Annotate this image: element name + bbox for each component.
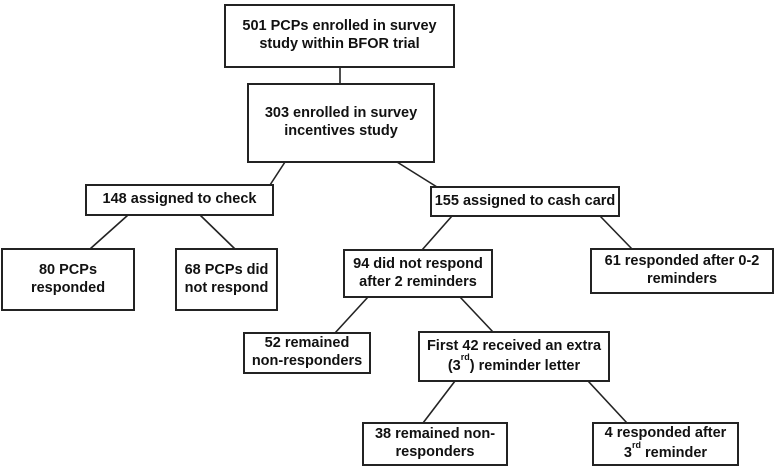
flow-node-68-did-not-respond: 68 PCPs did not respond bbox=[175, 248, 278, 311]
flow-node-148-check: 148 assigned to check bbox=[85, 184, 274, 216]
node-text-line: 94 did not respond bbox=[353, 255, 483, 272]
node-text-segment: (3 bbox=[447, 357, 461, 374]
node-text-line: 3rd reminder bbox=[623, 439, 708, 463]
flow-node-80-responded: 80 PCPs responded bbox=[1, 248, 135, 311]
node-text-line: reminders bbox=[646, 271, 718, 287]
connector-155-61 bbox=[599, 215, 633, 250]
node-text-segment: reminder bbox=[640, 444, 708, 461]
node-text-line: 303 enrolled in survey bbox=[264, 105, 418, 122]
node-text-line: incentives study bbox=[284, 123, 398, 139]
node-text-line: not respond bbox=[184, 279, 269, 296]
flow-node-38-non-responders: 38 remained non- responders bbox=[362, 422, 508, 466]
connector-42-38 bbox=[422, 380, 456, 424]
node-text-line: 4 responded after bbox=[604, 425, 727, 442]
flow-node-4-responded-3rd: 4 responded after 3rd reminder bbox=[592, 422, 739, 466]
node-text-line: 52 remained bbox=[264, 335, 350, 352]
node-text-line: responded bbox=[30, 279, 106, 296]
node-text-segment: 3 bbox=[623, 444, 632, 461]
node-text-line: 155 assigned to cash card bbox=[434, 192, 616, 209]
connector-94-42 bbox=[459, 296, 494, 333]
connector-148-68 bbox=[199, 214, 236, 250]
flow-node-501-enrolled: 501 PCPs enrolled in survey study within… bbox=[224, 4, 455, 68]
flow-node-155-cash-card: 155 assigned to cash card bbox=[430, 186, 620, 217]
ordinal-superscript: rd bbox=[460, 352, 470, 363]
flow-node-94-no-response-2-reminders: 94 did not respond after 2 reminders bbox=[343, 249, 493, 298]
node-text-line: 38 remained non- bbox=[374, 426, 496, 443]
node-text-line: 148 assigned to check bbox=[102, 191, 257, 208]
node-text-line: 68 PCPs did bbox=[184, 261, 269, 278]
flow-node-303-incentives: 303 enrolled in survey incentives study bbox=[247, 83, 435, 163]
node-text-segment: ) reminder letter bbox=[469, 357, 581, 374]
connector-155-94 bbox=[421, 215, 453, 251]
ordinal-superscript: rd bbox=[631, 439, 641, 450]
flow-node-52-non-responders: 52 remained non-responders bbox=[243, 332, 371, 374]
node-text-line: (3rd) reminder letter bbox=[447, 352, 581, 376]
node-text-line: responders bbox=[395, 444, 475, 460]
connector-94-52 bbox=[334, 296, 369, 334]
connector-303-148 bbox=[269, 161, 286, 186]
node-text-line: 61 responded after 0-2 bbox=[604, 253, 760, 270]
connector-303-155 bbox=[396, 161, 438, 188]
node-text-line: non-responders bbox=[251, 353, 363, 369]
node-text-line: 80 PCPs bbox=[38, 261, 98, 278]
node-text-line: study within BFOR trial bbox=[259, 36, 420, 52]
node-text-line: 501 PCPs enrolled in survey bbox=[242, 18, 437, 35]
connector-42-4 bbox=[587, 380, 628, 424]
flow-node-61-responded-0-2: 61 responded after 0-2 reminders bbox=[590, 248, 774, 294]
flow-node-42-extra-reminder: First 42 received an extra (3rd) reminde… bbox=[418, 331, 610, 382]
connector-148-80 bbox=[89, 214, 129, 250]
node-text-line: after 2 reminders bbox=[359, 273, 477, 290]
node-text-line: First 42 received an extra bbox=[426, 337, 602, 354]
